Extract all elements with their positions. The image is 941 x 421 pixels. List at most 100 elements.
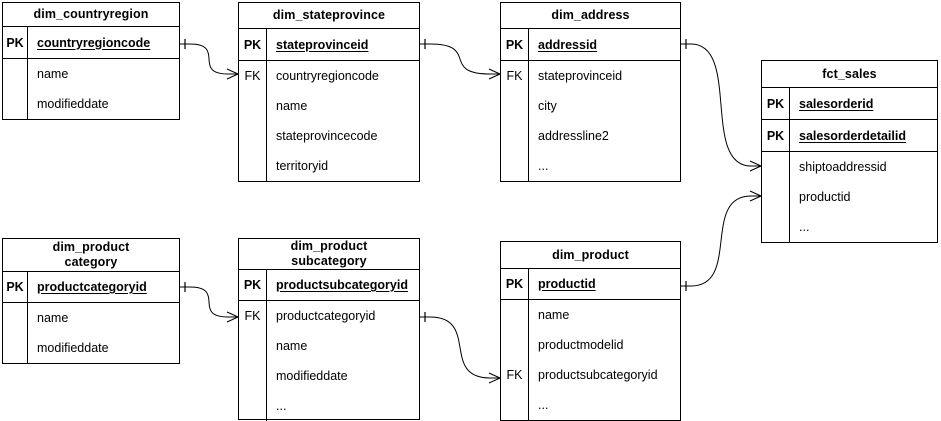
attribute-group: PK salesorderdetailid bbox=[762, 120, 937, 152]
attribute-column: name modifieddate bbox=[28, 59, 179, 119]
attribute-column: shiptoaddressid productid... bbox=[790, 152, 937, 242]
key-column: PK bbox=[762, 120, 790, 151]
foreign-key-badge: FK bbox=[506, 368, 523, 382]
attribute-row[interactable]: stateprovincecode bbox=[276, 129, 378, 143]
attribute-row[interactable]: countryregioncode bbox=[37, 35, 151, 50]
relationship-countryregion-to-stateprovince[interactable] bbox=[180, 39, 239, 80]
attribute-row[interactable]: productcategoryid bbox=[37, 280, 147, 294]
attribute-column: productcategoryid name modifieddate... bbox=[267, 301, 419, 421]
key-cell-empty bbox=[501, 121, 528, 151]
entity-title: dim_countryregion bbox=[3, 3, 179, 27]
key-cell-empty bbox=[501, 91, 528, 121]
crowsfoot-many-marker bbox=[226, 311, 239, 323]
attribute-row[interactable]: productid bbox=[538, 277, 596, 291]
crowsfoot-many-marker bbox=[749, 190, 762, 202]
attribute-column: countryregioncode name stateprovincecode te… bbox=[267, 61, 419, 181]
attribute-row[interactable]: ... bbox=[799, 220, 810, 234]
relationship-stateprovince-to-address[interactable] bbox=[420, 39, 501, 80]
attribute-row[interactable]: productmodelid bbox=[538, 338, 624, 352]
key-cell-empty bbox=[3, 59, 27, 89]
key-column: PK bbox=[501, 29, 529, 60]
attribute-row[interactable]: name bbox=[276, 99, 308, 113]
attribute-group: FK name productmodelid productsubcategoryid… bbox=[501, 300, 680, 420]
attribute-row[interactable]: productsubcategoryid bbox=[538, 368, 658, 382]
attribute-group: shiptoaddressid productid... bbox=[762, 152, 937, 242]
attribute-group: PK productsubcategoryid bbox=[239, 270, 419, 301]
entity-body: PK countryregioncode name modifieddate bbox=[3, 27, 179, 119]
primary-key-badge: PK bbox=[243, 37, 262, 52]
attribute-row[interactable]: modifieddate bbox=[37, 97, 109, 111]
attribute-group: PK countryregioncode bbox=[3, 27, 179, 59]
attribute-row[interactable]: city bbox=[538, 99, 557, 113]
attribute-column: name productmodelid productsubcategoryid..… bbox=[529, 300, 680, 420]
relationship-subcategory-to-product[interactable] bbox=[420, 312, 501, 384]
primary-key-badge: PK bbox=[243, 278, 262, 292]
attribute-column: name modifieddate bbox=[28, 303, 179, 363]
attribute-row[interactable]: productid bbox=[799, 190, 851, 204]
relationship-product-to-fctsales[interactable] bbox=[681, 190, 762, 291]
crowsfoot-many-marker bbox=[749, 160, 762, 172]
entity-title: dim_address bbox=[501, 3, 680, 29]
attribute-row[interactable]: territoryid bbox=[276, 159, 329, 173]
attribute-column: salesorderid bbox=[790, 88, 937, 119]
primary-key-badge: PK bbox=[505, 37, 524, 52]
key-column: PK bbox=[762, 88, 790, 119]
key-cell-empty bbox=[239, 331, 266, 361]
attribute-group: PK stateprovinceid bbox=[239, 29, 419, 61]
attribute-row[interactable]: stateprovinceid bbox=[276, 37, 369, 52]
key-cell-empty bbox=[3, 89, 27, 119]
attribute-row[interactable]: salesorderdetailid bbox=[799, 128, 906, 143]
attribute-row[interactable]: productsubcategoryid bbox=[276, 278, 408, 292]
attribute-group: name modifieddate bbox=[3, 59, 179, 119]
attribute-row[interactable]: addressline2 bbox=[538, 129, 609, 143]
key-cell-empty bbox=[3, 333, 27, 363]
attribute-row[interactable]: name bbox=[37, 67, 69, 81]
key-column: PK bbox=[3, 27, 28, 58]
attribute-row[interactable]: productcategoryid bbox=[276, 309, 376, 323]
key-cell-empty bbox=[239, 361, 266, 391]
entity-title: dim_product category bbox=[3, 239, 179, 272]
relationship-address-to-fctsales[interactable] bbox=[681, 39, 762, 172]
attribute-group: PK salesorderid bbox=[762, 88, 937, 120]
primary-key-badge: PK bbox=[6, 35, 24, 50]
attribute-column: addressid bbox=[529, 29, 680, 60]
attribute-column: salesorderdetailid bbox=[790, 120, 937, 151]
attribute-row[interactable]: modifieddate bbox=[37, 341, 109, 355]
attribute-row[interactable]: ... bbox=[538, 398, 549, 412]
key-column: PK bbox=[501, 269, 529, 299]
attribute-row[interactable]: name bbox=[276, 339, 308, 353]
attribute-row[interactable]: stateprovinceid bbox=[538, 69, 623, 83]
key-column: PK bbox=[239, 270, 267, 300]
key-cell-empty bbox=[239, 91, 266, 121]
attribute-row[interactable]: ... bbox=[276, 399, 287, 413]
attribute-row[interactable]: shiptoaddressid bbox=[799, 160, 887, 174]
primary-key-badge: PK bbox=[766, 128, 785, 143]
attribute-row[interactable]: name bbox=[538, 308, 570, 322]
key-column: FK bbox=[501, 61, 529, 181]
key-cell-empty bbox=[501, 151, 528, 181]
attribute-row[interactable]: modifieddate bbox=[276, 369, 348, 383]
attribute-group: PK addressid bbox=[501, 29, 680, 61]
attribute-row[interactable]: countryregioncode bbox=[276, 69, 379, 83]
attribute-row[interactable]: salesorderid bbox=[799, 96, 874, 111]
attribute-row[interactable]: name bbox=[37, 311, 69, 325]
attribute-row[interactable]: ... bbox=[538, 159, 549, 173]
key-cell-empty bbox=[3, 303, 27, 333]
attribute-column: stateprovinceid city addressline2... bbox=[529, 61, 680, 181]
key-cell-empty bbox=[239, 151, 266, 181]
attribute-row[interactable]: addressid bbox=[538, 37, 598, 52]
relationship-productcategory-to-subcategory[interactable] bbox=[180, 282, 239, 323]
